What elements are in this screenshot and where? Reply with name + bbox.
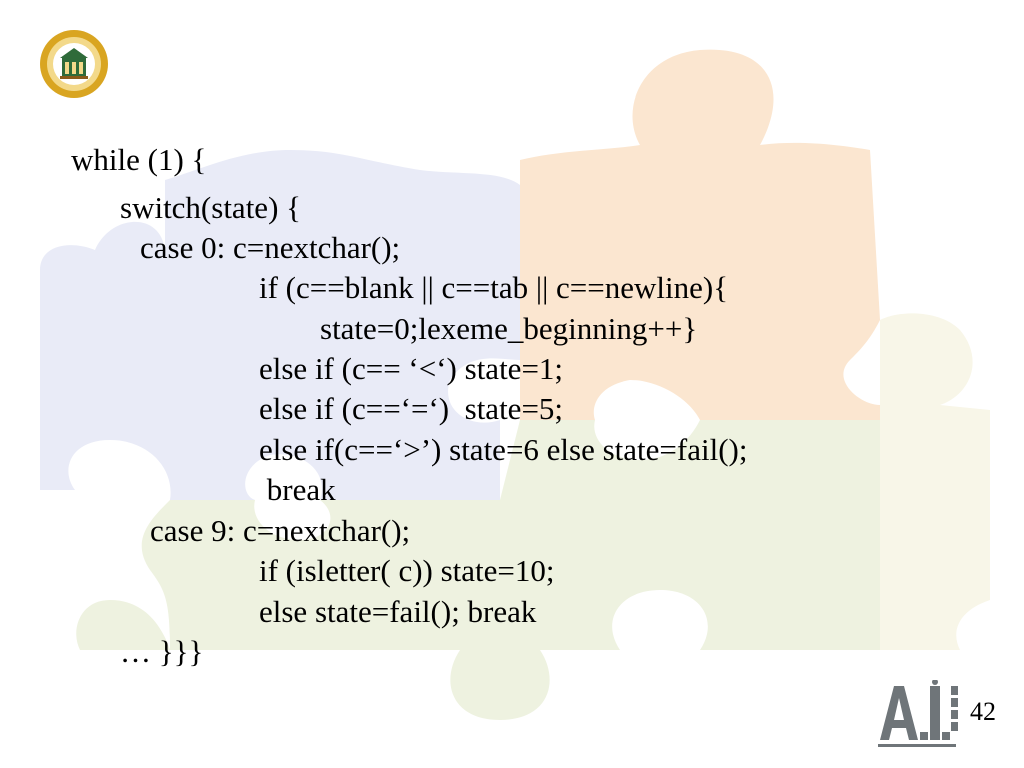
code-line: break — [259, 472, 336, 507]
code-line: case 9: c=nextchar(); — [150, 513, 411, 548]
puzzle-piece-green — [76, 420, 880, 720]
puzzle-piece-blue — [40, 150, 520, 500]
code-line: state=0;lexeme_beginning++} — [320, 311, 698, 346]
code-line: else if (c== ‘<‘) state=1; — [259, 351, 564, 386]
code-line: else if (c==‘=‘) state=5; — [259, 391, 564, 426]
puzzle-piece-cream — [880, 313, 990, 650]
code-line: switch(state) { — [120, 190, 302, 225]
university-seal-icon — [40, 30, 108, 98]
code-line: case 0: c=nextchar(); — [140, 230, 401, 265]
code-line: … }}} — [120, 634, 204, 669]
code-line: if (isletter( c)) state=10; — [259, 553, 555, 588]
puzzle-piece-peach — [520, 49, 880, 420]
puzzle-piece-green-left — [141, 500, 170, 650]
code-line: else state=fail(); break — [259, 594, 537, 629]
code-line: else if(c==‘>’) state=6 else state=fail(… — [259, 432, 748, 467]
ai-logo-icon — [878, 680, 958, 747]
code-line: while (1) { — [71, 142, 207, 177]
code-line: if (c==blank || c==tab || c==newline){ — [259, 270, 729, 305]
page-number: 42 — [970, 697, 996, 726]
